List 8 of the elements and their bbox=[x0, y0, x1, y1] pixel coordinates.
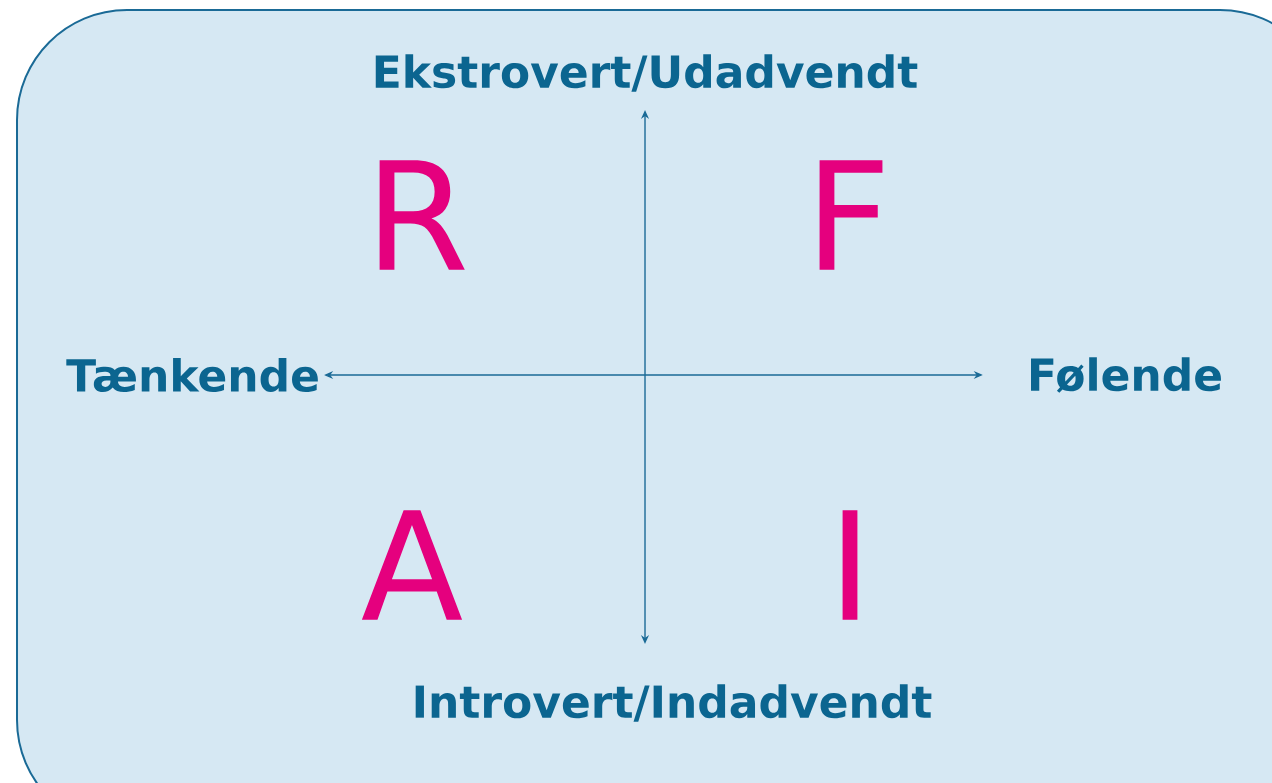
axis-label: Tænkende bbox=[66, 357, 318, 393]
quadrant-letter: R bbox=[379, 160, 465, 270]
quadrant-letter: A bbox=[361, 510, 463, 620]
quadrant-letter: F bbox=[819, 160, 883, 270]
axis-label: Introvert/Indadvendt bbox=[415, 684, 932, 722]
quadrant-letter: I bbox=[842, 510, 858, 620]
axis-label: Ekstrovert/Udadvendt bbox=[375, 54, 918, 92]
axis-label: Følende bbox=[1031, 357, 1221, 393]
